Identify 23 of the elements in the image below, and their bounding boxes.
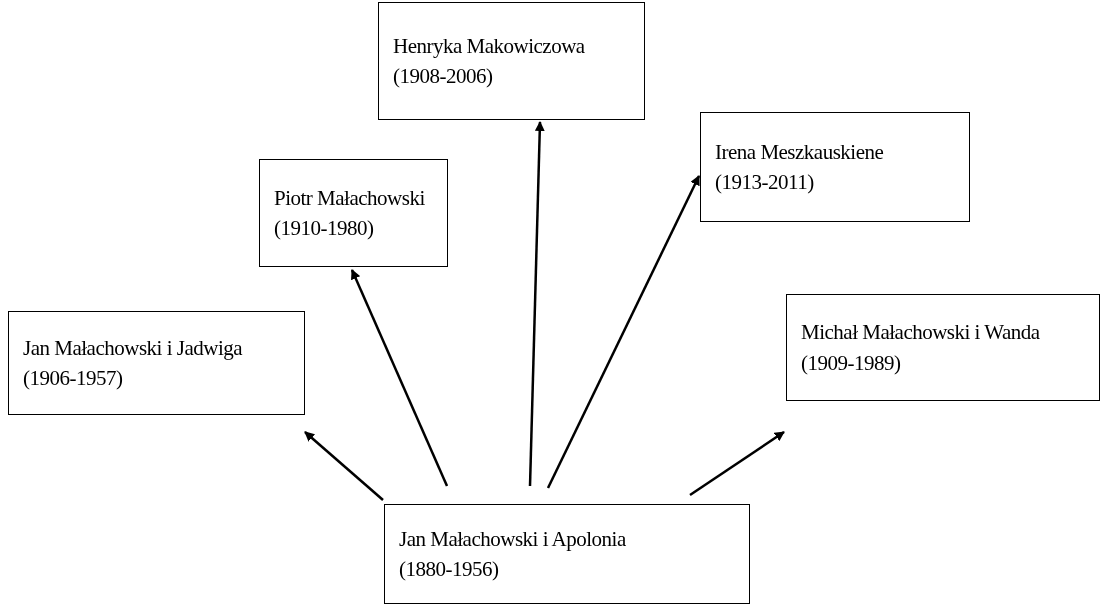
arrow	[304, 431, 384, 501]
arrow	[689, 430, 785, 497]
person-name: Henryka Makowiczowa	[393, 32, 585, 60]
person-box	[8, 311, 305, 415]
person-name: Jan Małachowski i Jadwiga	[23, 334, 243, 362]
person-box	[384, 504, 750, 604]
life-dates: (1880-1956)	[399, 556, 499, 583]
life-dates: (1910-1980)	[274, 215, 374, 242]
person-name: Piotr Małachowski	[274, 184, 425, 212]
person-box	[700, 112, 970, 222]
life-dates: (1913-2011)	[715, 169, 814, 196]
arrow	[528, 121, 545, 487]
person-box	[786, 294, 1100, 401]
person-name: Jan Małachowski i Apolonia	[399, 525, 626, 553]
arrow	[350, 269, 449, 487]
life-dates: (1906-1957)	[23, 365, 123, 392]
arrow	[546, 175, 701, 489]
life-dates: (1908-2006)	[393, 63, 493, 90]
person-name: Michał Małachowski i Wanda	[801, 319, 1040, 347]
person-box	[259, 159, 448, 267]
person-box	[378, 2, 645, 120]
life-dates: (1909-1989)	[801, 349, 901, 377]
person-name: Irena Meszkauskiene	[715, 138, 884, 166]
